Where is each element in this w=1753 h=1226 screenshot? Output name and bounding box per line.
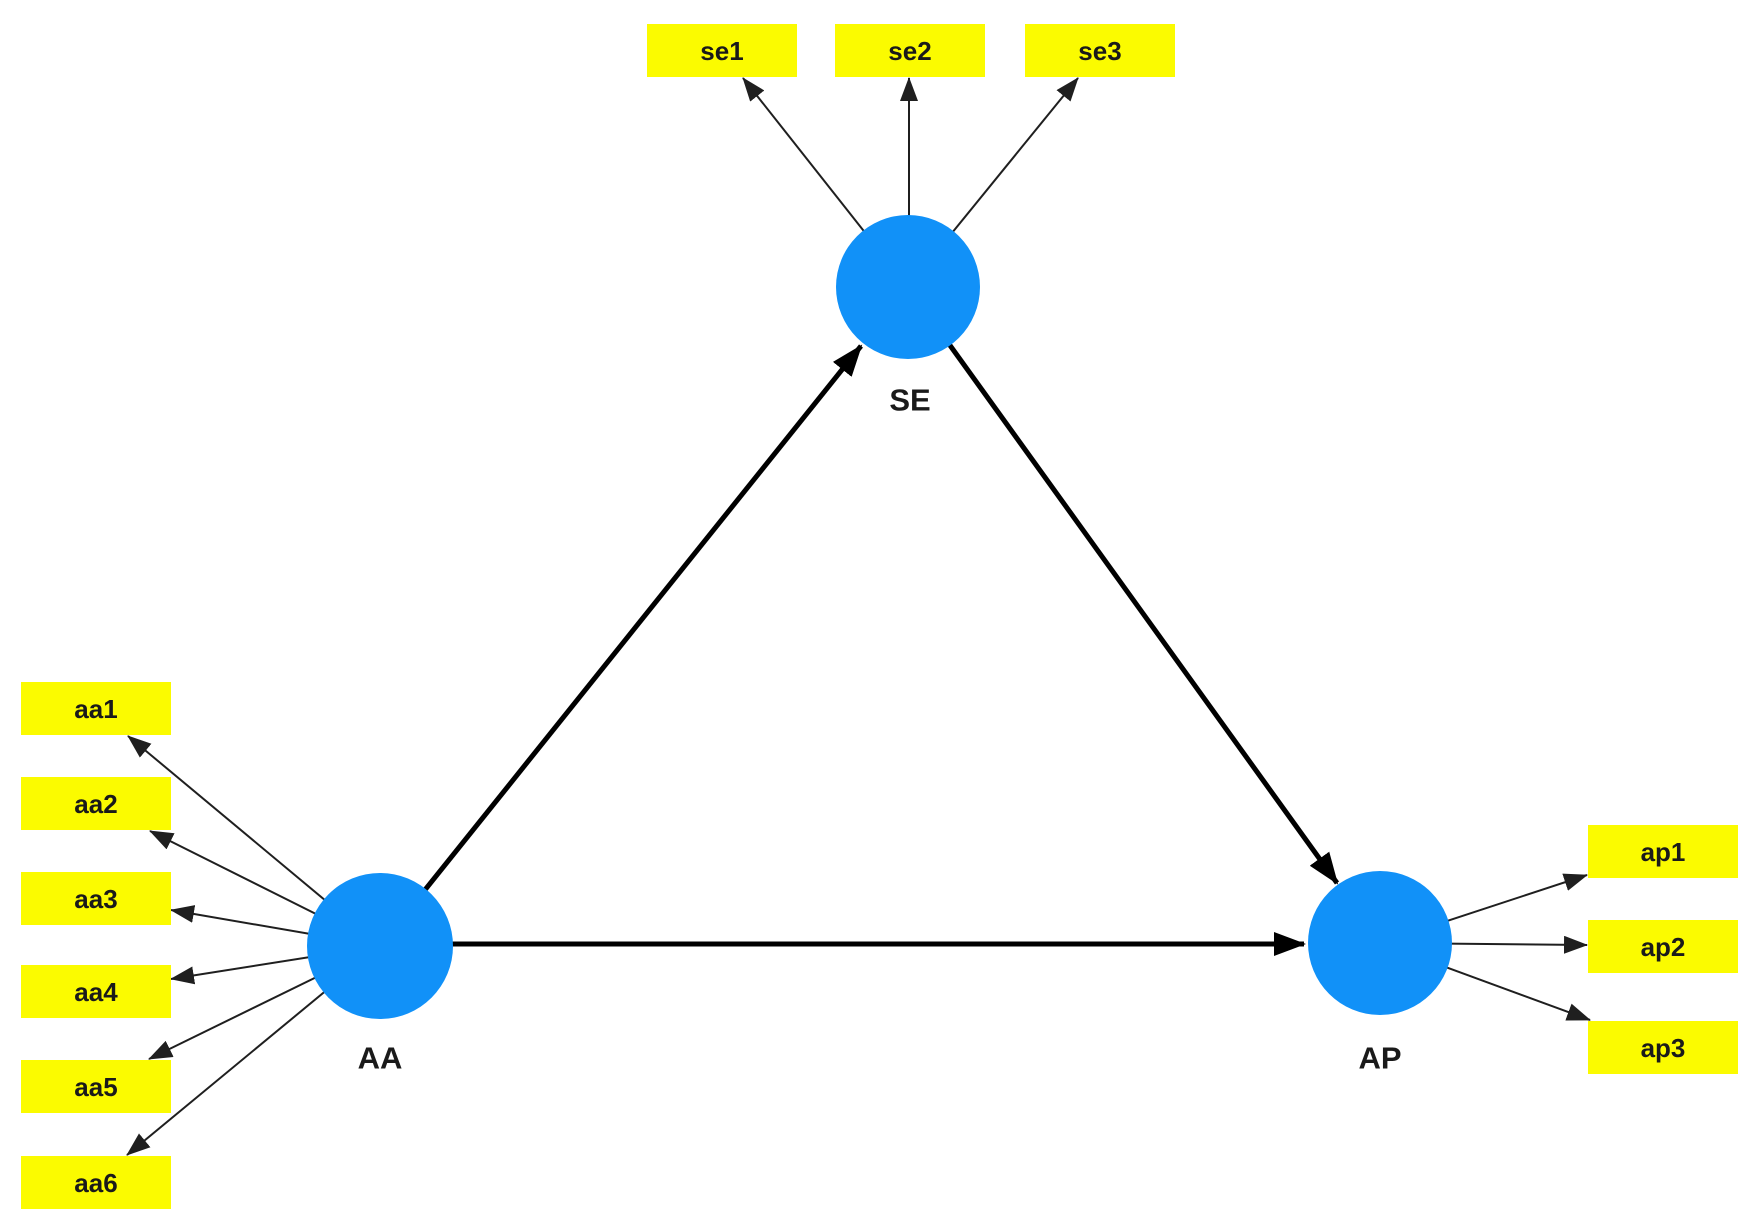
indicator-box-aa6[interactable] [21, 1156, 171, 1209]
construct-label-ap: AP [1358, 1041, 1401, 1076]
indicator-box-ap2[interactable] [1588, 920, 1738, 973]
indicator-label-aa2: aa2 [74, 789, 117, 819]
indicator-box-aa4[interactable] [21, 965, 171, 1018]
indicator-box-aa2[interactable] [21, 777, 171, 830]
indicator-boxes: se1 se2 se3 aa1 aa2 aa3 aa4 aa5 aa6 ap1 … [21, 24, 1738, 1209]
structural-paths [378, 285, 1340, 956]
indicator-label-ap3: ap3 [1641, 1033, 1686, 1063]
indicator-label-aa6: aa6 [74, 1168, 117, 1198]
indicator-label-ap2: ap2 [1641, 932, 1686, 962]
construct-label-aa: AA [358, 1041, 403, 1076]
indicator-box-ap3[interactable] [1588, 1021, 1738, 1074]
indicator-box-se2[interactable] [835, 24, 985, 77]
indicator-label-se1: se1 [700, 36, 743, 66]
indicator-label-se2: se2 [888, 36, 931, 66]
indicator-label-aa5: aa5 [74, 1072, 117, 1102]
structural-path-aa-se[interactable] [378, 344, 863, 948]
indicator-label-ap1: ap1 [1641, 837, 1686, 867]
indicator-label-aa4: aa4 [74, 977, 118, 1007]
indicator-box-ap1[interactable] [1588, 825, 1738, 878]
indicator-box-se3[interactable] [1025, 24, 1175, 77]
construct-label-se: SE [889, 383, 930, 418]
indicator-box-aa3[interactable] [21, 872, 171, 925]
indicator-box-se1[interactable] [647, 24, 797, 77]
indicator-label-se3: se3 [1078, 36, 1121, 66]
construct-node-ap[interactable] [1308, 871, 1452, 1015]
construct-node-aa[interactable] [307, 873, 453, 1019]
indicator-label-aa3: aa3 [74, 884, 117, 914]
indicator-box-aa5[interactable] [21, 1060, 171, 1113]
indicator-label-aa1: aa1 [74, 694, 117, 724]
indicator-box-aa1[interactable] [21, 682, 171, 735]
construct-node-se[interactable] [836, 215, 980, 359]
structural-path-se-ap[interactable] [905, 285, 1340, 885]
construct-nodes: SE AA AP [307, 215, 1452, 1076]
